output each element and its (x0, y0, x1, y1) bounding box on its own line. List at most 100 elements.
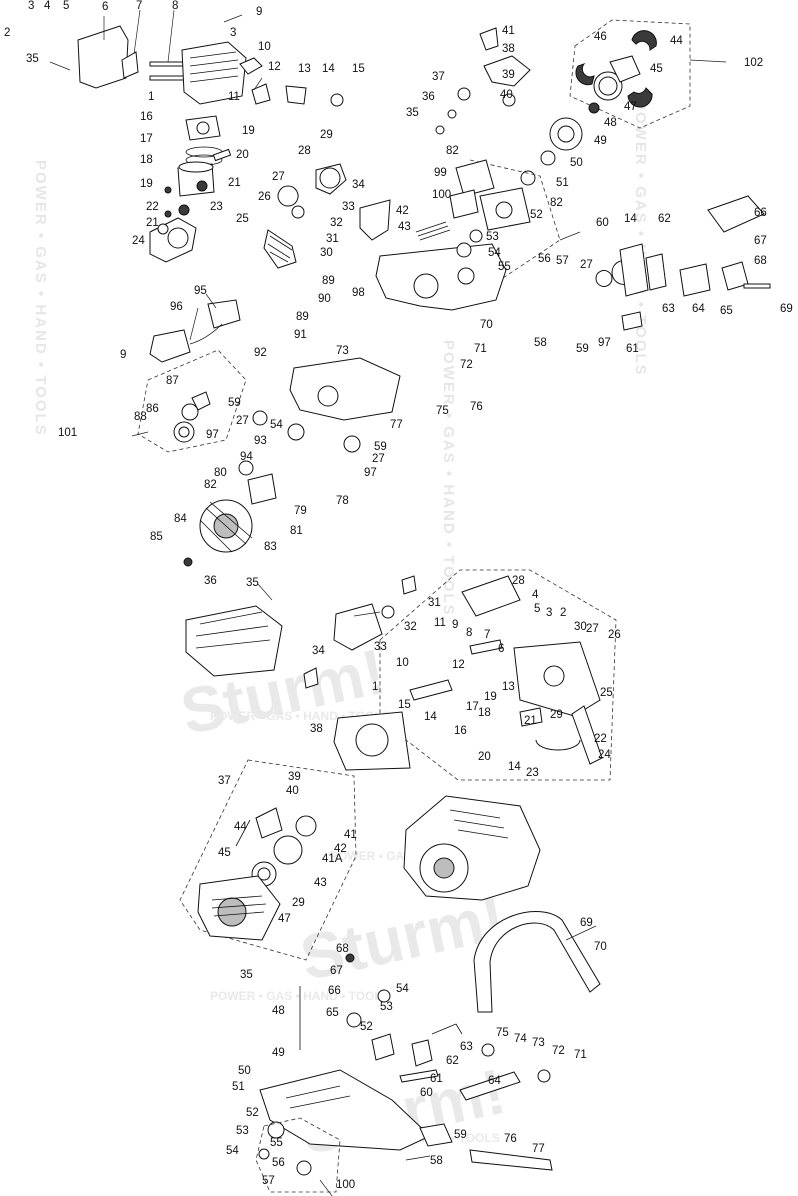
washer (520, 170, 536, 186)
callout-number: 16 (454, 725, 467, 737)
callout-number: 82 (446, 145, 459, 157)
gasket (247, 473, 277, 505)
callout-number: 70 (480, 319, 493, 331)
brake-band (535, 739, 581, 751)
callout-number: 61 (626, 343, 639, 355)
callout-number: 1 (148, 91, 154, 103)
callout-number: 6 (498, 643, 504, 655)
callout-number: 29 (550, 709, 563, 721)
callout-number: 27 (272, 171, 285, 183)
engine-assembly (403, 795, 541, 901)
muffler-gasket (285, 85, 307, 105)
callout-number: 36 (422, 91, 435, 103)
callout-number: 77 (390, 419, 403, 431)
callout-number: 87 (166, 375, 179, 387)
callout-number: 11 (228, 91, 240, 103)
callout-number: 49 (272, 1047, 285, 1059)
callout-number: 14 (624, 213, 637, 225)
leader-lines (49, 9, 727, 1196)
callout-number: 9 (256, 6, 262, 18)
callout-number: 10 (396, 657, 409, 669)
callout-number: 50 (238, 1065, 251, 1077)
callout-number: 39 (502, 69, 515, 81)
callout-number: 64 (692, 303, 705, 315)
callout-number: 20 (478, 751, 491, 763)
callout-number: 32 (330, 217, 343, 229)
watermark-side-text: POWER • GAS • HAND • TOOLS (32, 160, 49, 437)
callout-number: 64 (488, 1075, 501, 1087)
callout-number: 100 (336, 1179, 355, 1191)
callout-number: 58 (534, 337, 547, 349)
callout-number: 65 (326, 1007, 339, 1019)
callout-number: 33 (342, 201, 355, 213)
lever (571, 705, 603, 765)
callout-number: 41A (322, 853, 343, 865)
callout-number: 2 (560, 607, 566, 619)
callout-number: 74 (514, 1033, 527, 1045)
bearing (540, 150, 556, 166)
callout-number: 92 (254, 347, 267, 359)
callout-number: 54 (226, 1145, 239, 1157)
gasket (121, 51, 139, 79)
callout-number: 13 (298, 63, 311, 75)
callout-number: 24 (598, 749, 611, 761)
callout-number: 69 (580, 917, 593, 929)
callout-number: 65 (720, 305, 733, 317)
watermark-side-text: POWER • GAS • HAND • TOOLS (440, 340, 457, 617)
callout-number: 26 (608, 629, 621, 641)
choke (401, 575, 417, 595)
callout-number: 14 (424, 711, 437, 723)
callout-number: 4 (44, 0, 51, 12)
callout-number: 102 (744, 57, 763, 69)
callout-number: 4 (532, 589, 539, 601)
hand-guard (461, 575, 521, 617)
callout-number: 35 (240, 969, 253, 981)
callout-number: 97 (206, 429, 219, 441)
plate (449, 189, 479, 219)
callout-number: 85 (150, 531, 163, 543)
callout-number: 81 (290, 525, 303, 537)
callout-number: 3 (546, 607, 552, 619)
callout-number: 84 (174, 513, 187, 525)
ignition-module (149, 329, 191, 363)
callout-number: 3 (230, 27, 236, 39)
callout-number: 67 (330, 965, 343, 977)
callout-number: 17 (466, 701, 479, 713)
callout-number: 90 (318, 293, 331, 305)
callout-number: 94 (240, 451, 253, 463)
callout-number: 38 (310, 723, 323, 735)
link (409, 679, 453, 701)
callout-number: 66 (328, 985, 341, 997)
callout-number: 52 (530, 209, 543, 221)
callout-number: 15 (352, 63, 365, 75)
callout-number: 21 (146, 217, 159, 229)
callout-number: 5 (534, 603, 540, 615)
callout-number: 50 (570, 157, 583, 169)
callout-number: 27 (372, 453, 385, 465)
callout-number: 80 (214, 467, 227, 479)
bar (469, 1149, 553, 1171)
callout-number: 29 (292, 897, 305, 909)
callout-number: 44 (234, 821, 247, 833)
callout-number: 10 (258, 41, 271, 53)
callout-number: 51 (556, 177, 569, 189)
callout-number: 40 (286, 785, 299, 797)
filter-cover (333, 603, 383, 651)
callout-number: 60 (420, 1087, 433, 1099)
callout-number: 56 (538, 253, 551, 265)
callout-number: 61 (430, 1073, 443, 1085)
plate (621, 311, 643, 331)
callout-number: 30 (574, 621, 587, 633)
callout-number: 73 (532, 1037, 545, 1049)
callout-number: 55 (498, 261, 511, 273)
housing (289, 357, 401, 421)
callout-number: 100 (432, 189, 451, 201)
callout-number: 49 (594, 135, 607, 147)
callout-number: 99 (434, 167, 447, 179)
callout-number: 39 (288, 771, 301, 783)
top-cover (77, 25, 129, 89)
callout-number: 51 (232, 1081, 245, 1093)
seal (456, 242, 472, 258)
callout-number: 76 (504, 1133, 517, 1145)
